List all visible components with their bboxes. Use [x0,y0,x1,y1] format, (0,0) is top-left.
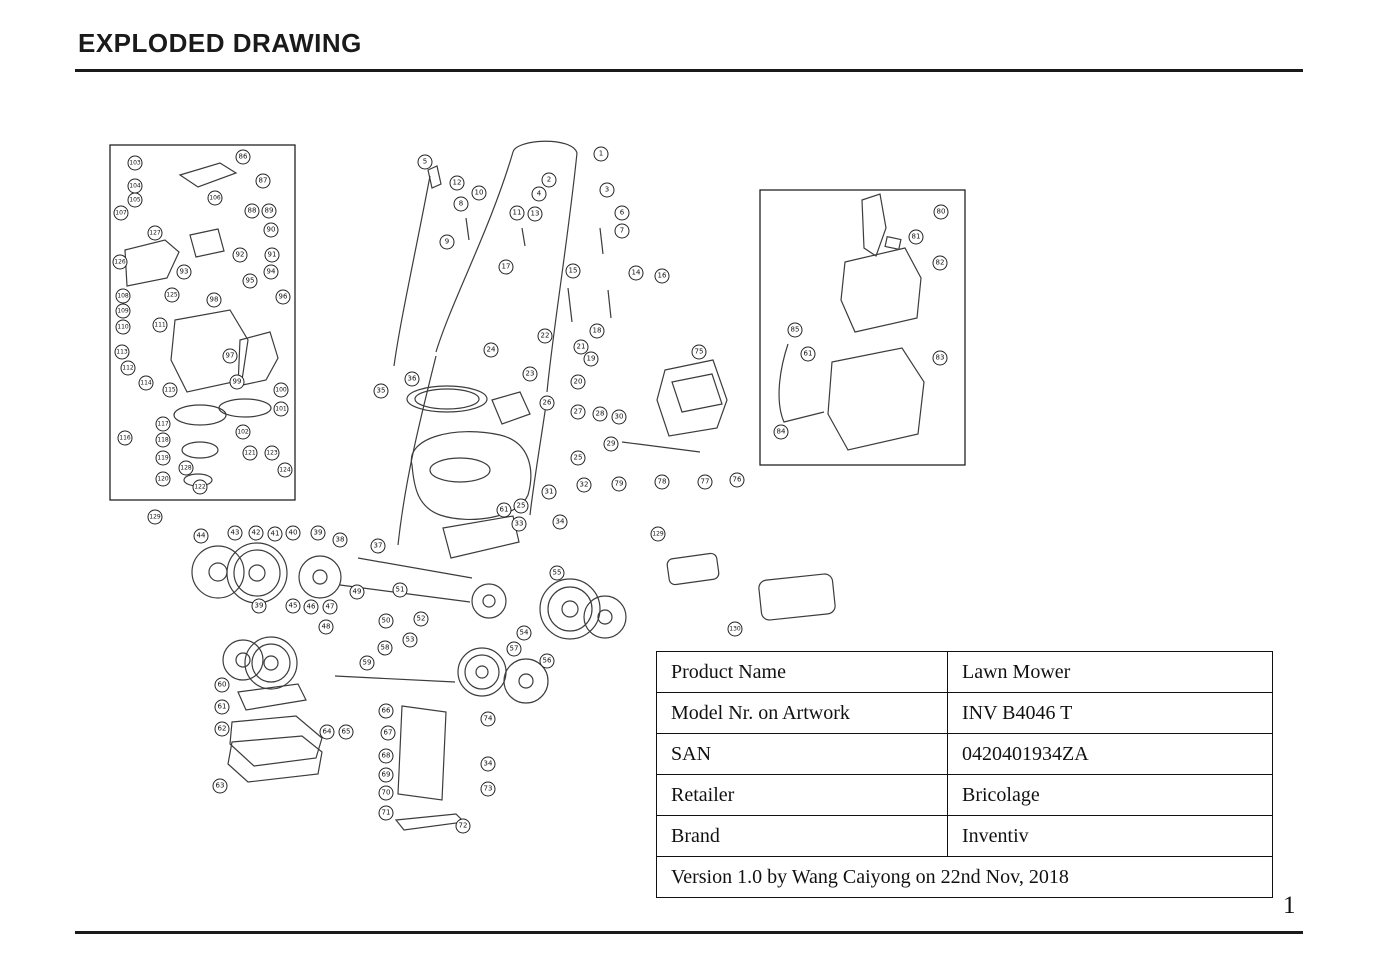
title-rule [75,69,1303,72]
info-label: Brand [656,815,948,857]
info-value: Lawn Mower [947,651,1273,693]
bottom-rule [75,931,1303,934]
info-label: Product Name [656,651,948,693]
info-value: INV B4046 T [947,692,1273,734]
info-value: Inventiv [947,815,1273,857]
info-label: SAN [656,733,948,775]
info-label: Retailer [656,774,948,816]
version-note: Version 1.0 by Wang Caiyong on 22nd Nov,… [656,856,1273,898]
info-value: 0420401934ZA [947,733,1273,775]
page-number: 1 [1283,892,1296,919]
info-table-footer-row: Version 1.0 by Wang Caiyong on 22nd Nov,… [656,856,1273,898]
page-title: EXPLODED DRAWING [78,28,362,58]
info-value: Bricolage [947,774,1273,816]
info-label: Model Nr. on Artwork [656,692,948,734]
